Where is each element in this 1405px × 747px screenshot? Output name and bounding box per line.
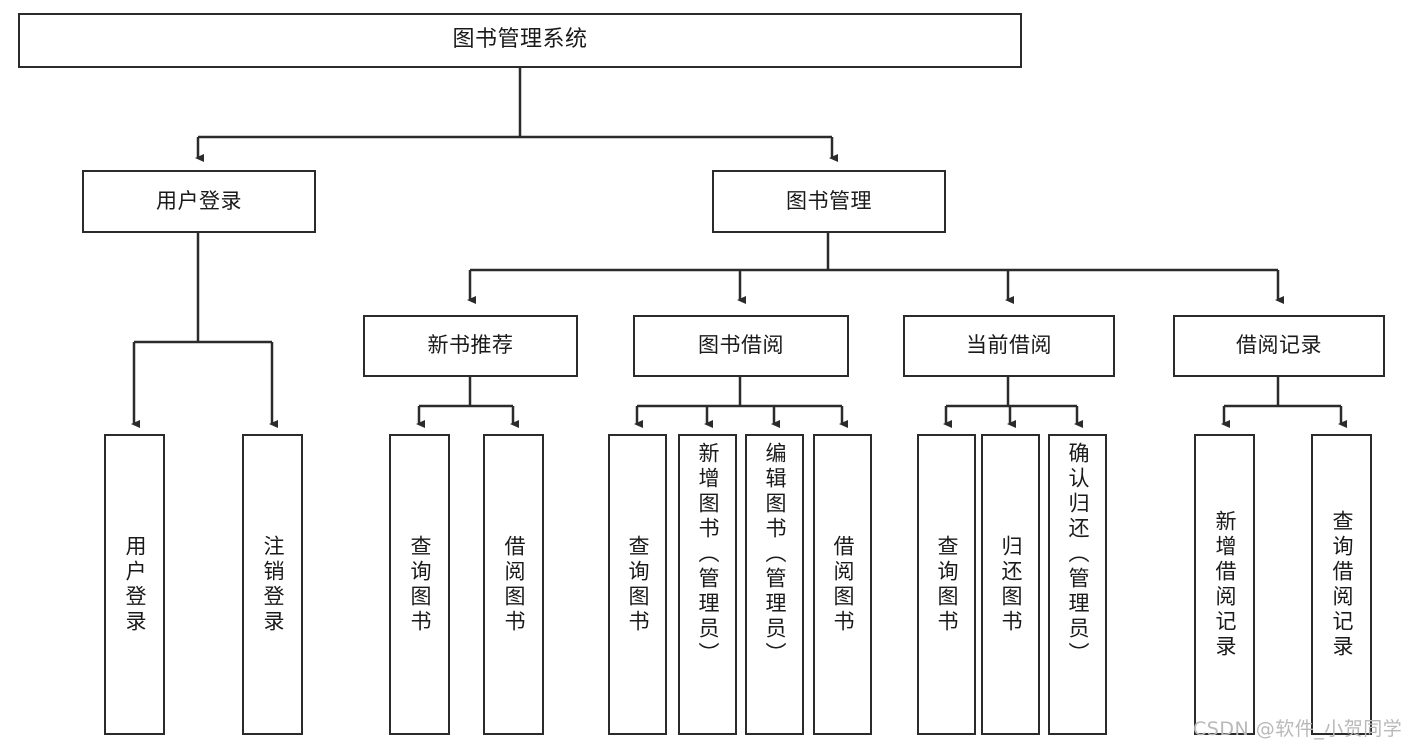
- node-label: 归还图书: [999, 534, 1023, 635]
- node-label: 图书管理系统: [452, 27, 588, 53]
- node-label: 新书推荐: [427, 333, 514, 358]
- leaf-book-borrow-edit-book-admin[interactable]: 编辑图书（管理员）: [745, 434, 804, 735]
- node-book-borrow[interactable]: 图书借阅: [633, 315, 849, 377]
- leaf-book-borrow-borrow-book[interactable]: 借阅图书: [813, 434, 872, 735]
- node-label: 新增图书（管理员）: [696, 442, 720, 667]
- leaf-book-borrow-add-book-admin[interactable]: 新增图书（管理员）: [678, 434, 737, 735]
- node-current-borrow[interactable]: 当前借阅: [903, 315, 1115, 377]
- node-label: 查询图书: [408, 534, 432, 635]
- node-book-management[interactable]: 图书管理: [712, 170, 946, 233]
- leaf-current-borrow-confirm-return-admin[interactable]: 确认归还（管理员）: [1048, 434, 1107, 735]
- node-label: 借阅图书: [831, 534, 855, 635]
- leaf-user-login-login[interactable]: 用户登录: [104, 434, 165, 735]
- node-label: 图书管理: [786, 188, 872, 213]
- node-label: 确认归还（管理员）: [1066, 442, 1090, 667]
- leaf-new-book-borrow-book[interactable]: 借阅图书: [483, 434, 544, 735]
- node-label: 当前借阅: [966, 333, 1052, 358]
- csdn-watermark: CSDN @软件_小贺同学: [1193, 718, 1403, 740]
- leaf-borrow-record-add-record[interactable]: 新增借阅记录: [1194, 434, 1255, 735]
- leaf-current-borrow-query-book[interactable]: 查询图书: [917, 434, 976, 735]
- leaf-borrow-record-query-record[interactable]: 查询借阅记录: [1311, 434, 1372, 735]
- node-label: 查询图书: [935, 534, 959, 635]
- node-label: 编辑图书（管理员）: [763, 442, 787, 667]
- node-borrow-record[interactable]: 借阅记录: [1173, 315, 1385, 377]
- node-label: 图书借阅: [698, 333, 784, 358]
- node-label: 用户登录: [156, 188, 242, 213]
- leaf-user-login-logout[interactable]: 注销登录: [242, 434, 303, 735]
- node-root-library-system[interactable]: 图书管理系统: [18, 13, 1022, 68]
- node-label: 查询图书: [626, 534, 650, 635]
- node-label: 借阅图书: [502, 534, 526, 635]
- leaf-current-borrow-return-book[interactable]: 归还图书: [981, 434, 1040, 735]
- node-user-login[interactable]: 用户登录: [82, 170, 316, 233]
- node-label: 新增借阅记录: [1213, 509, 1237, 660]
- node-label: 查询借阅记录: [1330, 509, 1354, 660]
- node-new-book-recommend[interactable]: 新书推荐: [363, 315, 578, 377]
- leaf-book-borrow-query-book[interactable]: 查询图书: [608, 434, 667, 735]
- node-label: 注销登录: [261, 534, 285, 635]
- leaf-new-book-query-book[interactable]: 查询图书: [389, 434, 450, 735]
- node-label: 借阅记录: [1236, 333, 1322, 358]
- node-label: 用户登录: [123, 534, 147, 635]
